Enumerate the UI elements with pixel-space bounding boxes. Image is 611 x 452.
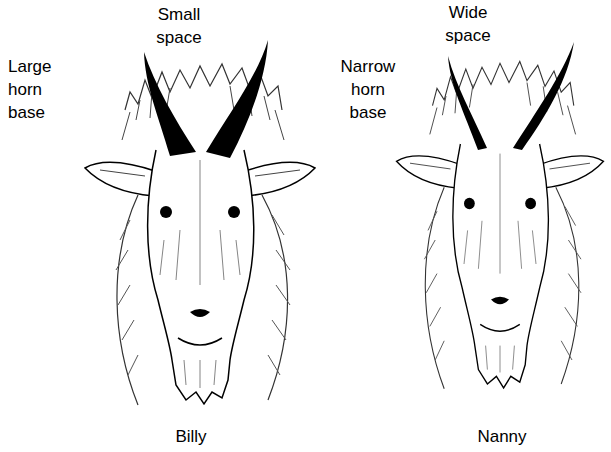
goat-label: Narrow horn base — [332, 55, 404, 124]
goat-label: Billy — [160, 425, 222, 448]
goat-label: Large horn base — [8, 55, 62, 124]
goat-label: Wide space — [438, 1, 498, 47]
goat-label: Nanny — [470, 425, 534, 448]
goat-label: Small space — [150, 3, 208, 49]
